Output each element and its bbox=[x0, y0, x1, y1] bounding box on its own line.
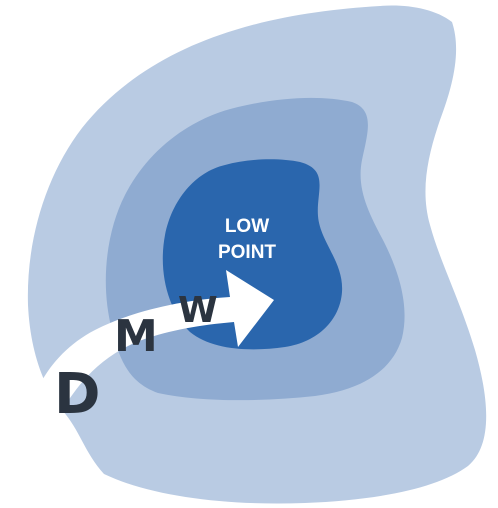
flow-letter-w: W bbox=[178, 290, 218, 331]
flow-letter-d: D bbox=[54, 362, 100, 427]
flow-arrow bbox=[30, 270, 274, 432]
flow-letter-m: M bbox=[114, 311, 158, 362]
center-label-line2: POINT bbox=[218, 242, 276, 263]
center-label-line1: LOW bbox=[225, 216, 269, 237]
